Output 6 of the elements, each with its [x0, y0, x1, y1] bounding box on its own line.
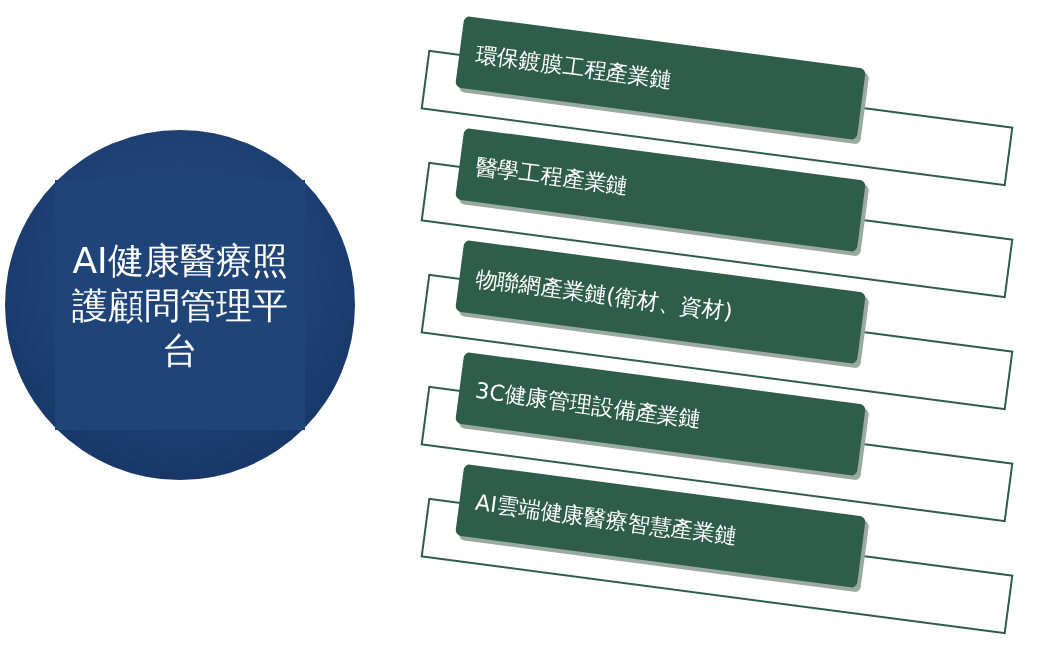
chain-label: 醫學工程產業鏈 [473, 152, 631, 201]
chain-label: 3C健康管理設備產業鏈 [473, 376, 704, 434]
chain-label: 環保鍍膜工程產業鏈 [473, 40, 675, 94]
chain-label: 物聯網產業鏈(衛材、資材) [473, 264, 735, 326]
platform-title: AI健康醫療照護顧問管理平台 [71, 238, 289, 373]
chain-label: AI雲端健康醫療智慧產業鏈 [473, 488, 740, 551]
